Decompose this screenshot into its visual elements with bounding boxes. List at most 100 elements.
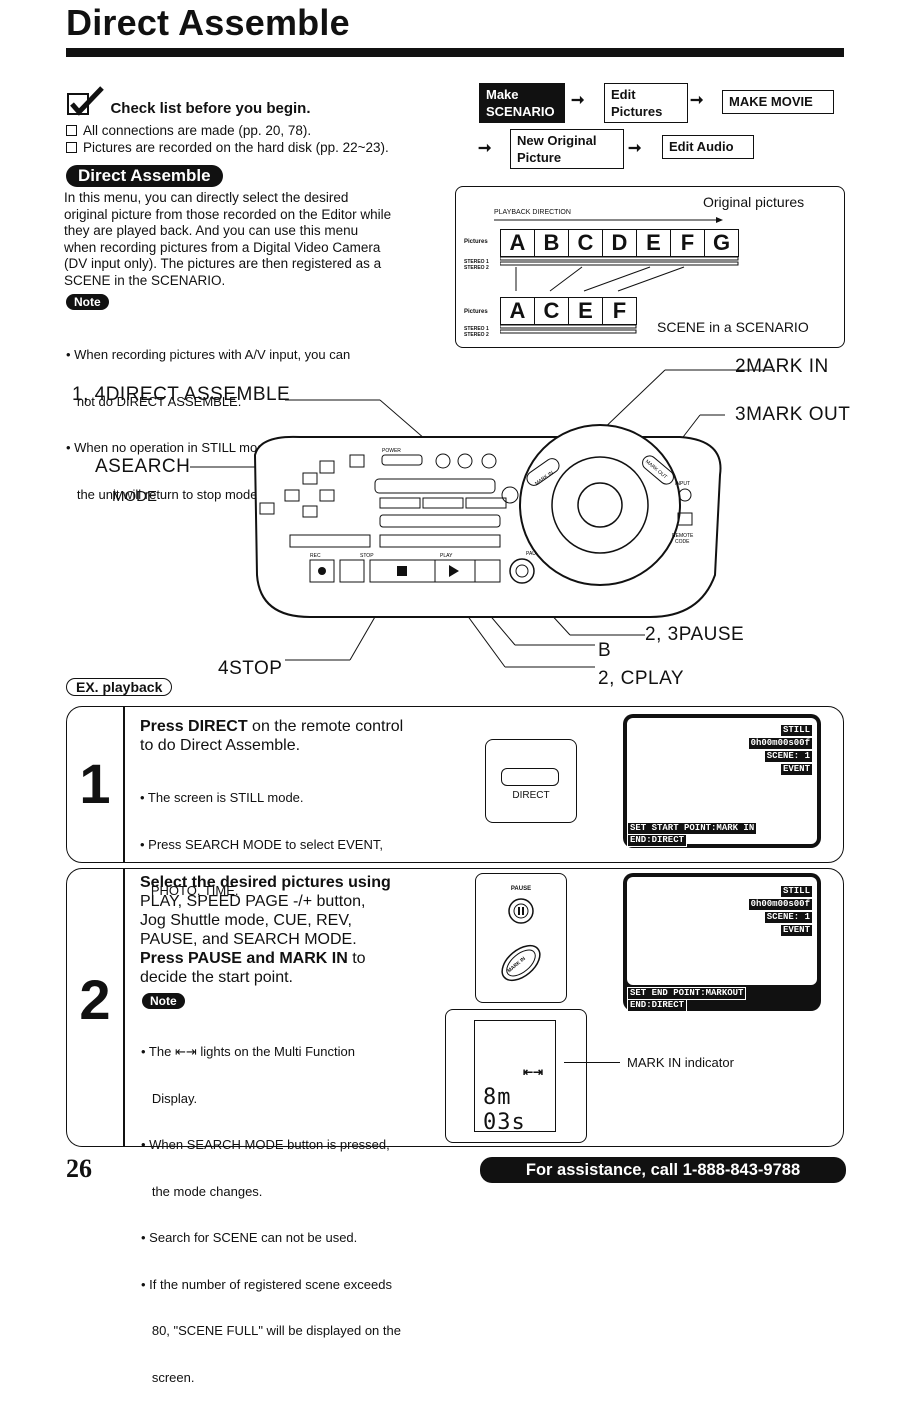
svg-text:REMOTE: REMOTE [672, 533, 694, 539]
svg-text:PAUSE: PAUSE [526, 551, 543, 557]
scene-letters: A C E F [500, 297, 637, 325]
checklist: Check list before you begin. All connect… [66, 86, 389, 156]
svg-text:PLAY: PLAY [440, 553, 453, 559]
checkbox-icon [66, 125, 77, 136]
original-letters: A B C D E F G [500, 229, 739, 257]
edit-audio-box: Edit Audio [662, 135, 754, 159]
svg-text:CODE: CODE [675, 539, 690, 545]
checklist-heading: Check list before you begin. [110, 100, 311, 117]
osd-event: EVENT [779, 763, 813, 776]
callout-play: 2, CPLAY [598, 668, 685, 689]
section-heading: Direct Assemble [66, 165, 223, 187]
osd-time: 0h00m00s00f [747, 737, 813, 750]
pause-button-icon[interactable] [506, 896, 536, 926]
note-badge: Note [142, 993, 185, 1009]
scene-diagram: Original pictures PLAYBACK DIRECTION Pic… [455, 186, 845, 348]
picture-cell: B [535, 229, 569, 257]
pictures-label: Pictures [464, 239, 488, 245]
step-2: 2 Select the desired pictures using PLAY… [66, 868, 844, 1385]
pause-label: PAUSE [510, 886, 532, 892]
original-label: Original pictures [703, 194, 805, 210]
osd-time: 0h00m00s00f [747, 898, 813, 911]
checkmark-icon [67, 86, 104, 116]
callout-mark-out: 3MARK OUT [735, 404, 851, 425]
title-rule [66, 48, 844, 57]
osd-event: EVENT [779, 924, 813, 937]
callout-mark-in: 2MARK IN [735, 356, 829, 377]
svg-text:STOP: STOP [360, 553, 374, 559]
page-number: 26 [66, 1154, 92, 1183]
remote-label-power: POWER [382, 448, 401, 454]
callout-search-mode-2: MODE [112, 488, 157, 505]
note-badge: Note [66, 294, 109, 310]
direction-arrow-icon [494, 217, 723, 223]
osd-scene: SCENE: 1 [763, 750, 813, 763]
intro-text: In this menu, you can directly select th… [64, 190, 392, 288]
callout-search-mode: ASEARCH [95, 456, 191, 477]
callout-b: B [598, 640, 612, 661]
scene-cell: F [603, 297, 637, 325]
indicator-label: MARK IN indicator [627, 1055, 734, 1070]
checklist-item: All connections are made (pp. 20, 78). [66, 122, 389, 139]
make-movie-box: MAKE MOVIE [722, 90, 834, 114]
page-title: Direct Assemble [66, 2, 350, 43]
display-panel: ⇤⇥ 8m 03s [474, 1020, 556, 1135]
step-number: 2 [79, 968, 111, 1031]
scene-cell: C [535, 297, 569, 325]
scene-tracks [500, 325, 637, 334]
step-divider [123, 707, 125, 862]
checklist-item: Pictures are recorded on the hard disk (… [66, 139, 389, 156]
mark-in-button-icon[interactable] [496, 938, 546, 988]
multi-function-display: ⇤⇥ 8m 03s [445, 1009, 587, 1143]
scene-cell: A [500, 297, 535, 325]
pictures-label: Pictures [464, 309, 488, 315]
direction-label: PLAYBACK DIRECTION [494, 209, 571, 216]
direct-button-label: DIRECT [512, 790, 550, 801]
arrow-icon: ➞ [628, 140, 642, 157]
arrow-icon: ➞ [690, 92, 704, 109]
step-2-text: Select the desired pictures using PLAY, … [140, 874, 391, 986]
step-2-notes: • The ⇤⇥ lights on the Multi Function Di… [141, 1044, 401, 1385]
scene-label: SCENE in a SCENARIO [657, 319, 809, 335]
osd-message: SET START POINT:MARK IN [627, 822, 758, 835]
step-1-bullets: • The screen is STILL mode. • Press SEAR… [140, 790, 383, 898]
osd-scene: SCENE: 1 [763, 911, 813, 924]
arrow-icon: ➞ [571, 92, 585, 109]
direct-button[interactable] [501, 768, 559, 786]
display-value: 8m 03s [483, 1085, 526, 1135]
remote-control-illustration: POWER PAUSE STOP PLAY REC MARK IN MARK O… [190, 369, 775, 668]
tv-screen: STILL 0h00m00s00f SCENE: 1 EVENT SET STA… [623, 714, 821, 848]
picture-cell: D [603, 229, 637, 257]
picture-cell: C [569, 229, 603, 257]
svg-text:INPUT: INPUT [675, 481, 690, 487]
osd-still: STILL [779, 885, 813, 898]
step-1-text: Press DIRECT on the remote control to do… [140, 718, 404, 754]
arrow-icon: ➞ [478, 140, 492, 157]
osd-message: END:DIRECT [627, 834, 688, 847]
picture-cell: E [637, 229, 671, 257]
tv-screen: STILL 0h00m00s00f SCENE: 1 EVENT SET END… [623, 873, 821, 1012]
scene-cell: E [569, 297, 603, 325]
osd-message: END:DIRECT [627, 999, 688, 1012]
picture-cell: G [705, 229, 739, 257]
example-label: EX. playback [66, 678, 173, 696]
step-number: 1 [79, 752, 111, 815]
picture-cell: F [671, 229, 705, 257]
callout-direct-assemble: 1, 4DIRECT ASSEMBLE [72, 384, 291, 405]
pause-markin-panel: PAUSE MARK IN [475, 873, 567, 1003]
assistance-banner: For assistance, call 1-888-843-9788 [480, 1157, 846, 1183]
direct-button-panel: DIRECT [485, 739, 577, 823]
step-1: 1 Press DIRECT on the remote control to … [66, 706, 844, 898]
callout-pause: 2, 3PAUSE [645, 624, 745, 645]
picture-cell: A [500, 229, 535, 257]
indicator-leader [564, 1062, 620, 1063]
screen-inner: STILL 0h00m00s00f SCENE: 1 EVENT [627, 877, 817, 985]
svg-text:REC: REC [310, 553, 321, 559]
step-divider [123, 869, 125, 1146]
osd-still: STILL [779, 724, 813, 737]
